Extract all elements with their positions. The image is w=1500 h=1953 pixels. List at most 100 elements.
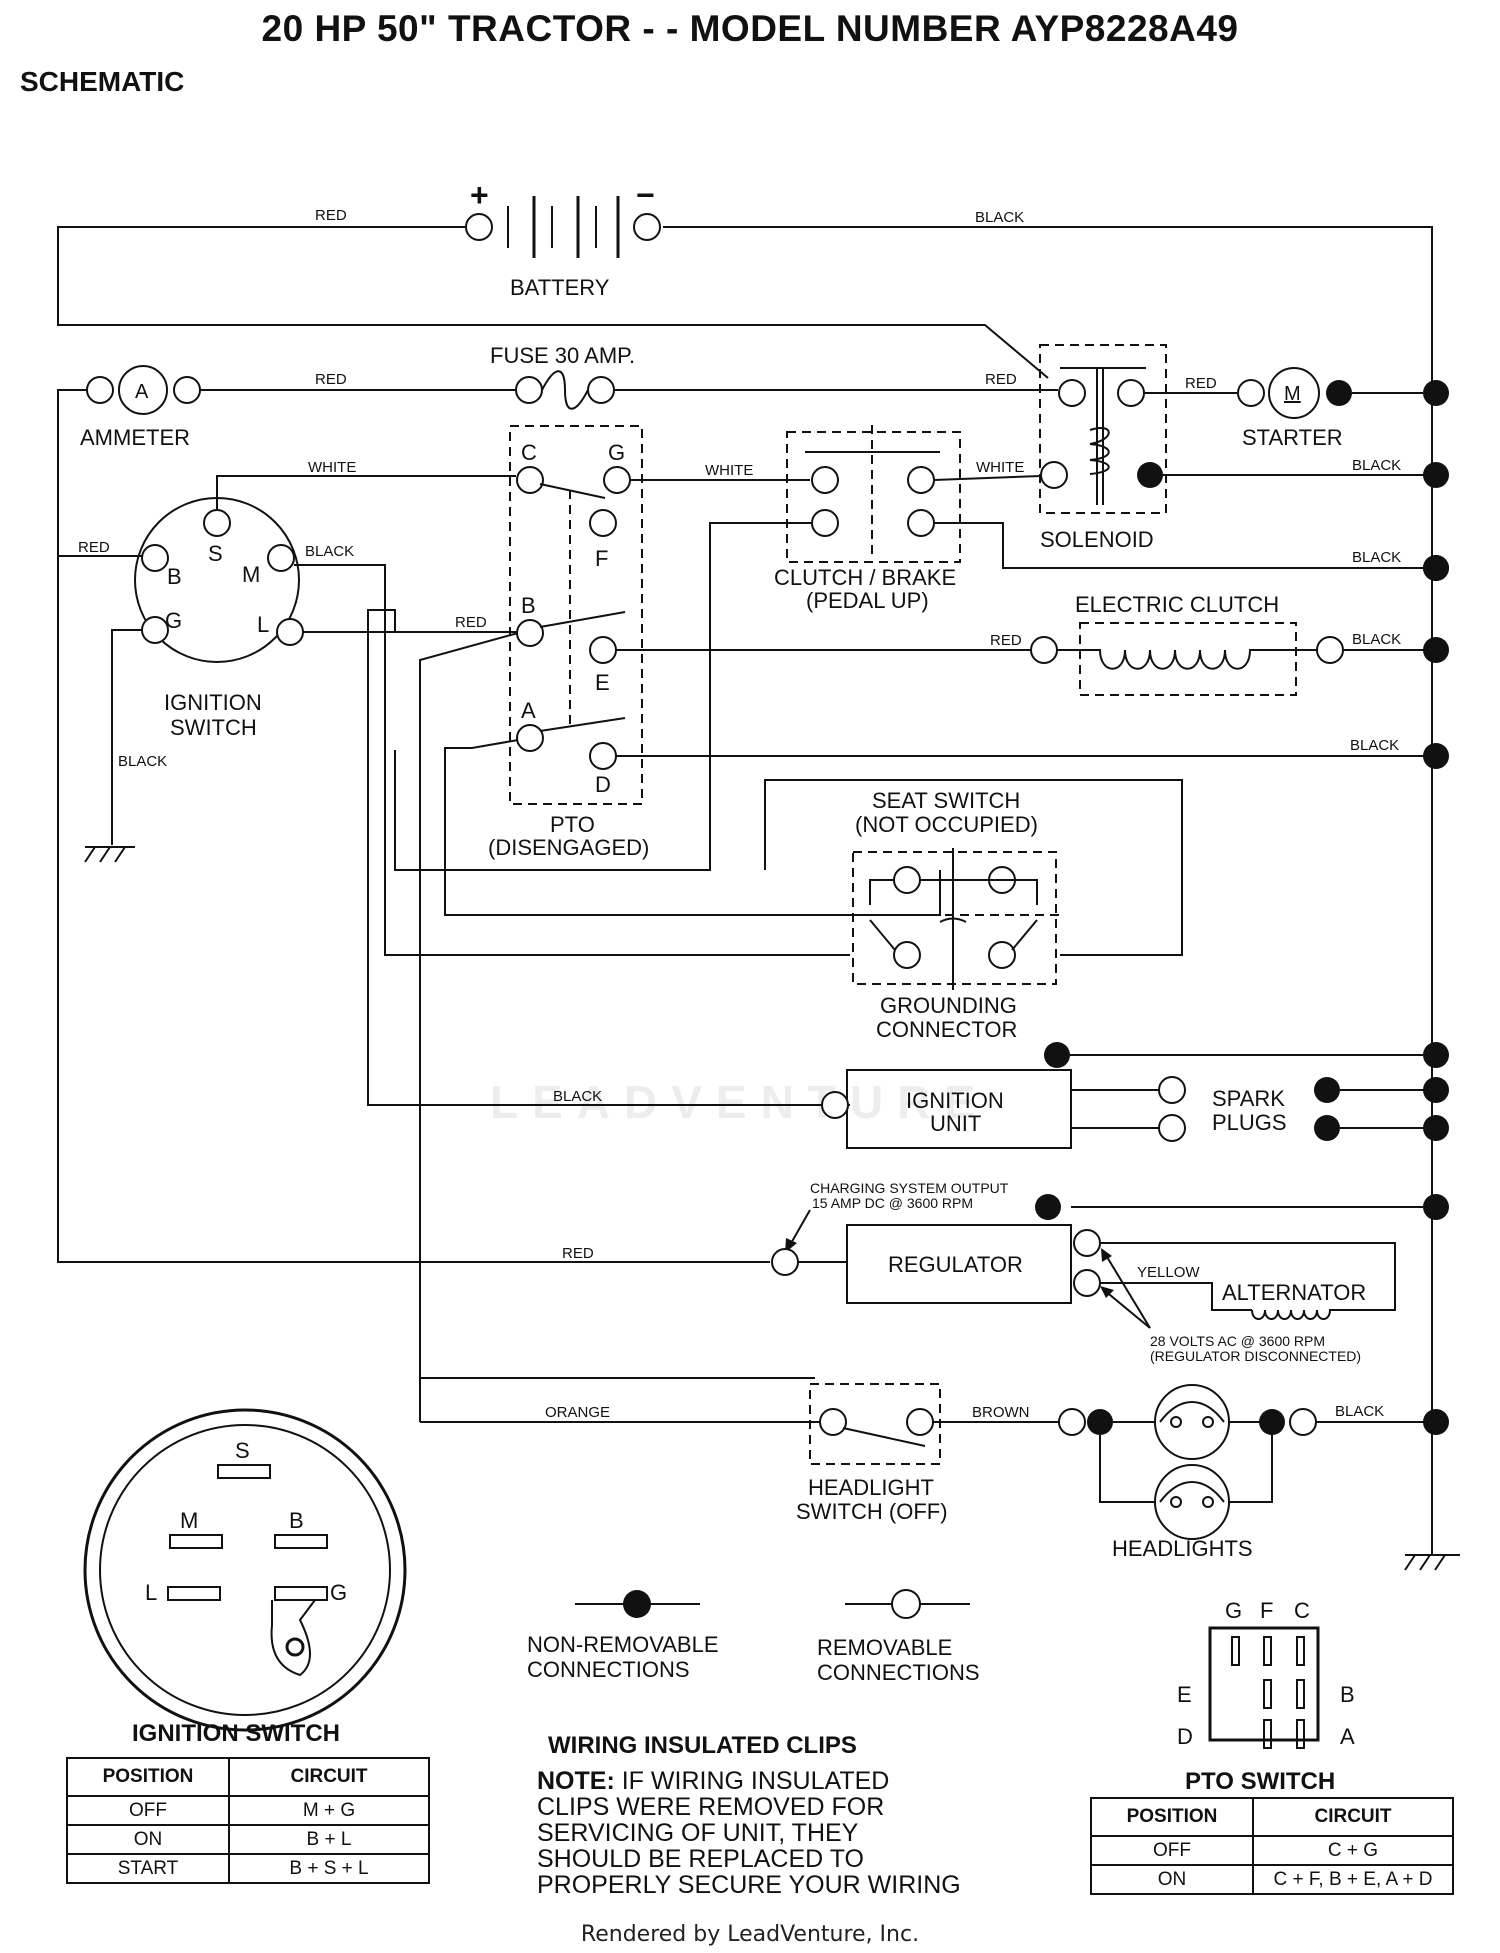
wire-label-red-l: RED [455,614,487,631]
pto-table-header: POSITION [1090,1797,1254,1837]
pto-terminal-a: A [521,698,536,723]
wire-label-black-headlights: BLACK [1335,1403,1384,1420]
pto-terminal-c: C [521,440,537,465]
wire-label-black-m: BLACK [305,543,354,560]
seat-switch-label-2: (NOT OCCUPIED) [855,812,1038,837]
pto-table-cell: ON [1090,1864,1254,1895]
note-body: NOTE: IF WIRING INSULATED CLIPS WERE REM… [537,1768,1007,1898]
pto-switch: C G F B E A D PTO (DISENGAGED) [488,425,649,860]
alternator-note-2: (REGULATOR DISCONNECTED) [1150,1348,1361,1364]
ignition-table-header: CIRCUIT [228,1757,430,1797]
fuse-label: FUSE 30 AMP. [490,343,635,368]
charging-note-1: CHARGING SYSTEM OUTPUT [810,1180,1009,1196]
ignition-unit: IGNITION UNIT BLACK [553,1069,1186,1149]
pto-terminal-e: E [595,670,610,695]
ignition-table-cell: ON [66,1824,230,1855]
spark-plugs: SPARK PLUGS [1212,1077,1449,1141]
headlights-label: HEADLIGHTS [1112,1536,1253,1561]
wire-label-brown: BROWN [972,1404,1030,1421]
wire-label-red-regulator: RED [562,1245,594,1262]
note-line: CLIPS WERE REMOVED FOR [537,1793,885,1821]
wire-label-red-battery: RED [315,207,347,224]
ignition-switch-table: POSITION CIRCUIT OFF M + G ON B + L STAR… [66,1757,430,1884]
clutch-brake-label-2: (PEDAL UP) [806,588,929,613]
face-terminal-s: S [235,1438,250,1463]
ignition-switch-label-2: SWITCH [170,715,257,740]
pto-label-2: (DISENGAGED) [488,835,649,860]
note-heading: WIRING INSULATED CLIPS [548,1732,857,1759]
footer-credit: Rendered by LeadVenture, Inc. [580,1922,920,1947]
regulator-label: REGULATOR [888,1252,1023,1277]
charging-note-2: 15 AMP DC @ 3600 RPM [812,1195,973,1211]
electric-clutch: ELECTRIC CLUTCH [1030,592,1344,696]
watermark: LEADVENTURE [490,1076,990,1128]
wire-label-white-1: WHITE [308,459,356,476]
pto-face-top-g: G [1225,1598,1242,1623]
headlights: HEADLIGHTS [1058,1384,1317,1561]
ground-symbol-right [1404,1554,1460,1571]
ammeter-fuse-line: A AMMETER RED FUSE 30 AMP. RED [57,343,1058,557]
note-line: SHOULD BE REPLACED TO [537,1845,864,1873]
pto-face-right-a: A [1340,1724,1355,1749]
alternator-label: ALTERNATOR [1222,1280,1366,1305]
ammeter-label: AMMETER [80,425,190,450]
wire-label-black-clutch: BLACK [1352,549,1401,566]
ign-terminal-b: B [167,564,182,589]
legend-removable-1: REMOVABLE [817,1635,952,1660]
seat-switch: SEAT SWITCH (NOT OCCUPIED) GROUNDING CON… [764,779,1183,1042]
legend-non-removable-2: CONNECTIONS [527,1657,690,1682]
ignition-switch-face: S M B L G [83,1408,407,1732]
pto-table-cell: C + F, B + E, A + D [1252,1864,1454,1895]
pto-terminal-b: B [521,593,536,618]
starter: M STARTER [1237,367,1449,450]
wire-label-black-ignition-unit: BLACK [553,1088,602,1105]
ammeter-symbol: A [135,381,149,403]
battery-circuit: + − BATTERY RED BLACK [57,177,1433,1555]
pto-connector-face: G F C E D B A [1177,1598,1355,1749]
seat-switch-label-1: SEAT SWITCH [872,788,1020,813]
alternator-note-1: 28 VOLTS AC @ 3600 RPM [1150,1333,1325,1349]
page-title: 20 HP 50" TRACTOR - - MODEL NUMBER AYP82… [261,8,1239,49]
ignition-switch-symbol: S B M G L IGNITION SWITCH [134,497,304,740]
wire-label-red-b: RED [78,539,110,556]
headlight-switch: HEADLIGHT SWITCH (OFF) [796,1383,948,1524]
starter-symbol: M [1284,383,1301,405]
starter-label: STARTER [1242,425,1343,450]
pto-table-caption: PTO SWITCH [1185,1768,1336,1795]
wire-label-red-eclutch: RED [990,632,1022,649]
wire-label-red-ammeter: RED [315,371,347,388]
clutch-brake-switch: CLUTCH / BRAKE (PEDAL UP) [774,425,961,613]
face-terminal-l: L [145,1580,157,1605]
pto-face-right-b: B [1340,1682,1355,1707]
wire-label-black-ground: BLACK [118,753,167,770]
wire-label-black-solenoid: BLACK [1352,457,1401,474]
wire-label-white-2: WHITE [705,462,753,479]
ignition-table-caption: IGNITION SWITCH [132,1720,340,1747]
note-line: IF WIRING INSULATED [621,1767,890,1795]
ignition-table-cell: M + G [228,1795,430,1826]
grounding-connector-label-1: GROUNDING [880,993,1017,1018]
pto-table-cell: OFF [1090,1835,1254,1866]
clutch-brake-label-1: CLUTCH / BRAKE [774,565,956,590]
battery-plus-sign: + [470,177,489,213]
ign-terminal-l: L [257,612,269,637]
headlight-switch-label-1: HEADLIGHT [808,1475,934,1500]
headlight-switch-label-2: SWITCH (OFF) [796,1499,948,1524]
note-line: SERVICING OF UNIT, THEY [537,1819,859,1847]
electric-clutch-label: ELECTRIC CLUTCH [1075,592,1279,617]
pto-face-top-f: F [1260,1598,1273,1623]
regulator: CHARGING SYSTEM OUTPUT 15 AMP DC @ 3600 … [771,1180,1449,1304]
wire-label-red-starter: RED [1185,375,1217,392]
ignition-switch-label-1: IGNITION [164,690,262,715]
ignition-unit-label-2: UNIT [930,1111,981,1136]
pto-table-cell: C + G [1252,1835,1454,1866]
ground-symbol-left [84,846,135,863]
ignition-table-cell: B + S + L [228,1853,430,1884]
ign-terminal-m: M [242,562,260,587]
pto-face-top-c: C [1294,1598,1310,1623]
ignition-table-cell: START [66,1853,230,1884]
spark-plugs-label-2: PLUGS [1212,1110,1287,1135]
wire-label-yellow: YELLOW [1137,1264,1200,1281]
pto-terminal-f: F [595,546,608,571]
